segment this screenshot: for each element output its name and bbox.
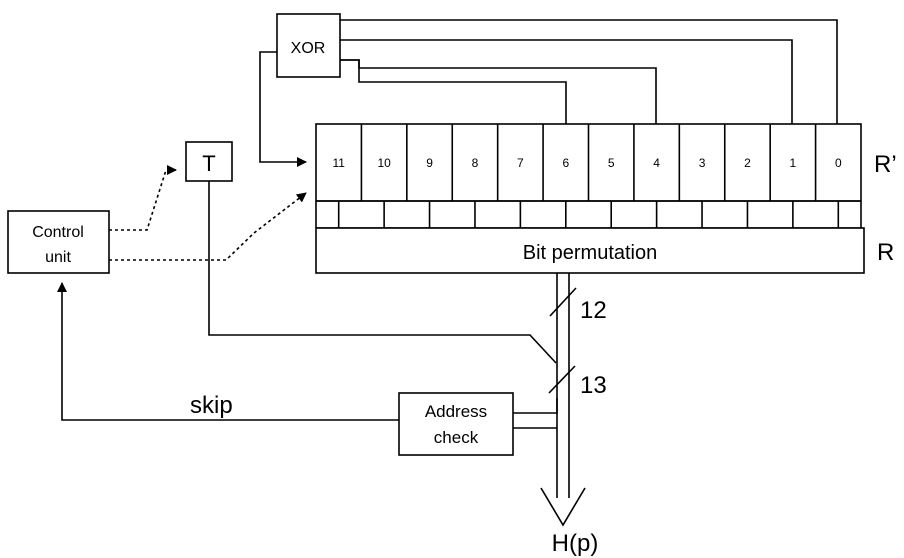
register-cell-9: 9 [426,156,433,170]
svg-text:XOR: XOR [291,40,326,57]
register-cell-5: 5 [608,156,615,170]
xor-to-register-wire [259,51,307,167]
bus-to-address-check-wire [513,398,558,414]
t-block: T [185,141,233,182]
xor-feedback-wires [340,19,838,124]
register-cell-11: 11 [332,156,345,170]
register-r-prime-label: R’ [874,151,897,178]
bus-width-13: 13 [580,372,607,399]
register-cell-3: 3 [699,156,706,170]
bit-permutation-block: Bit permutation [315,227,865,274]
register-cell-2: 2 [744,156,751,170]
control-to-t-dotted [109,165,177,231]
control-to-register-dotted [109,192,307,261]
register-cell-1: 1 [790,156,797,170]
svg-text:Address: Address [425,402,487,421]
register-cell-4: 4 [653,156,660,170]
register-cell-0: 0 [835,156,842,170]
register-cell-10: 10 [377,156,391,170]
svg-text:unit: unit [45,249,71,266]
control-unit-block: Control unit [7,210,110,274]
register-r-label: R [877,239,894,266]
output-bus [540,273,586,527]
address-check-block: Address check [398,392,514,456]
output-label: H(p) [552,530,599,557]
register-cell-8: 8 [472,156,479,170]
svg-text:check: check [434,428,479,447]
register-cell-6: 6 [562,156,569,170]
skip-label: skip [190,392,233,419]
svg-text:Control: Control [32,224,84,241]
t-to-bus-wire [208,181,557,364]
xor-block: XOR [276,13,341,78]
skip-wire [57,282,399,421]
svg-text:T: T [202,151,215,176]
bus-width-12: 12 [580,297,607,324]
register-to-permutation-connector [315,200,862,229]
svg-text:Bit permutation: Bit permutation [523,242,658,264]
register-cell-7: 7 [517,156,524,170]
